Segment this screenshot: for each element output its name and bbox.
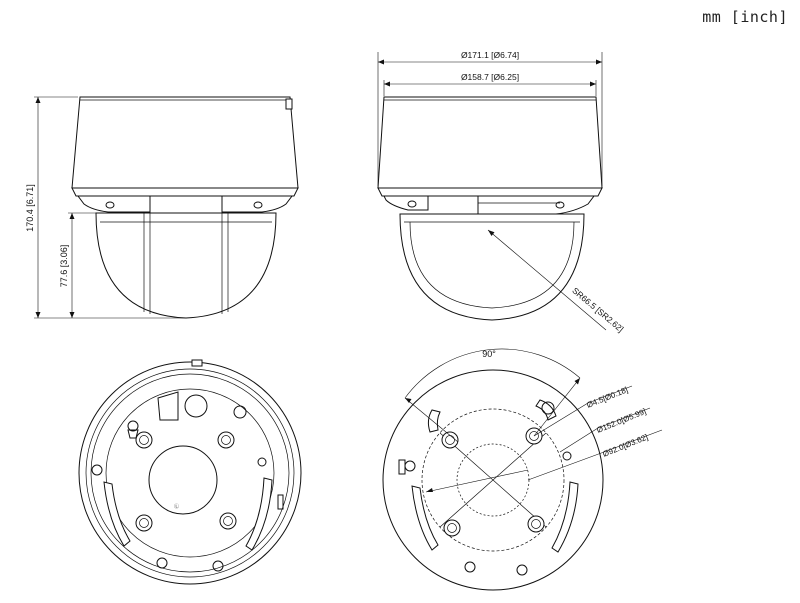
bottom-center-opening xyxy=(148,445,218,515)
mount-plate-view: 90° Ø4.5[Ø0.18] Ø152.0[Ø5.99] Ø92.0[Ø3.6… xyxy=(382,348,663,591)
mount-bolt-circle-outer xyxy=(421,408,565,552)
mount-angle: 90° xyxy=(482,349,496,359)
side-clamp-right xyxy=(221,195,293,213)
mount-bolt-circle-outer: Ø152.0[Ø5.99] xyxy=(595,407,647,435)
side-view: 170.4 [6.71] 77.6 [3.06] xyxy=(25,96,299,319)
mount-hole-dia: Ø4.5[Ø0.18] xyxy=(585,385,629,410)
svg-text:Ⓛ: Ⓛ xyxy=(174,503,179,510)
bottom-screw-bosses xyxy=(135,431,237,532)
side-height-total: 170.4 [6.71] xyxy=(25,184,35,232)
front-width-outer: Ø171.1 [Ø6.74] xyxy=(461,50,519,60)
front-dome xyxy=(399,213,585,321)
front-housing xyxy=(377,96,603,189)
side-housing xyxy=(71,96,299,189)
units-label: mm [inch] xyxy=(702,8,788,26)
front-width-inner: Ø158.7 [Ø6.25] xyxy=(461,72,519,82)
mount-bolt-circle-inner xyxy=(456,443,530,517)
bottom-view: Ⓛ xyxy=(78,359,302,585)
front-view: Ø171.1 [Ø6.74] Ø158.7 [Ø6.25] SR66.5 [SR… xyxy=(377,50,626,334)
mount-bolt-circle-inner: Ø92.0[Ø3.62] xyxy=(601,433,649,459)
side-height-dome: 77.6 [3.06] xyxy=(59,245,69,288)
side-dome xyxy=(95,212,277,319)
front-dome-radius: SR66.5 [SR2.62] xyxy=(570,285,625,334)
